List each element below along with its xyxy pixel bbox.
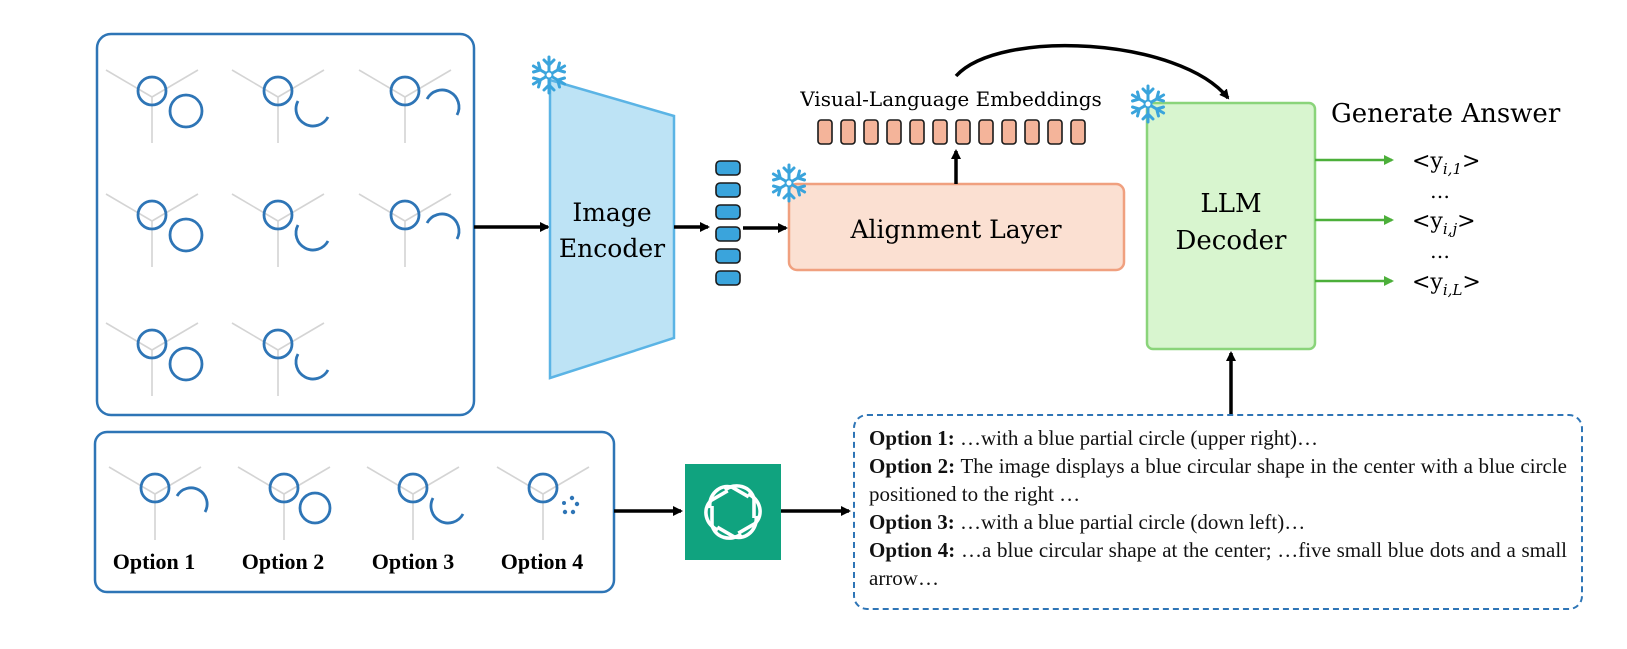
answer-token-2: <yi,j>: [1412, 209, 1476, 238]
option-label-1: Option 1: [113, 549, 196, 574]
grid-cell-2: [231, 69, 330, 144]
visual-tokens: [715, 160, 741, 286]
image-encoder-label-2: Encoder: [559, 234, 665, 263]
ellipsis-1: …: [1430, 179, 1450, 203]
option-description-4: Option 4: …a blue circular shape at the …: [869, 538, 1567, 590]
grid-cell-3: [358, 69, 461, 144]
grid-cell-1: [105, 69, 204, 144]
image-encoder: [548, 78, 676, 380]
llm-decoder-label-2: Decoder: [1176, 226, 1287, 256]
vl-embedding-tokens: [817, 119, 1086, 145]
grid-cell-5: [231, 193, 330, 268]
snowflake-icon: [531, 55, 567, 95]
grid-cell-7: [105, 322, 204, 397]
grid-cell-8: [231, 322, 330, 397]
answer-token-3: <yi,L>: [1412, 270, 1481, 299]
option-descriptions-box: Option 1: …with a blue partial circle (u…: [853, 414, 1583, 610]
answer-token-1: <yi,1>: [1412, 149, 1480, 178]
option-label-2: Option 2: [242, 549, 325, 574]
image-encoder-label-1: Image: [572, 198, 651, 227]
alignment-layer-label: Alignment Layer: [849, 215, 1061, 244]
option-description-2: Option 2: The image displays a blue circ…: [869, 454, 1567, 506]
generate-answer-label: Generate Answer: [1331, 99, 1561, 129]
grid-cell-4: [105, 193, 204, 268]
ellipsis-2: …: [1430, 239, 1450, 263]
option-label-4: Option 4: [501, 549, 584, 574]
option-1-figure: [108, 466, 209, 541]
llm-decoder-label-1: LLM: [1200, 189, 1261, 219]
llm-decoder: [1145, 101, 1317, 351]
vl-embeddings-label: Visual-Language Embeddings: [799, 87, 1102, 111]
chatgpt-icon: [685, 464, 781, 560]
option-description-1: Option 1: …with a blue partial circle (u…: [869, 426, 1319, 450]
option-3-figure: [366, 466, 465, 541]
input-image-panel: [95, 32, 476, 417]
grid-cell-6: [358, 193, 461, 268]
option-2-figure: [237, 466, 332, 541]
option-4-figure: [496, 466, 590, 541]
option-label-3: Option 3: [372, 549, 455, 574]
option-description-3: Option 3: …with a blue partial circle (d…: [869, 510, 1306, 534]
